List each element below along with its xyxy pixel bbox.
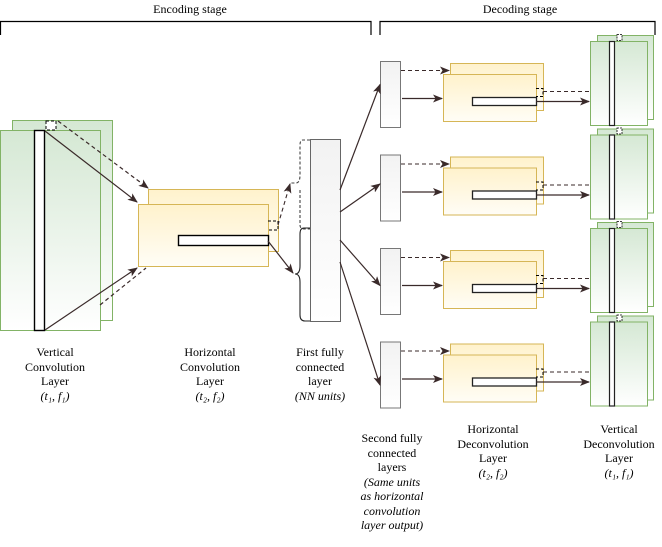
label-line: Convolution xyxy=(179,359,240,374)
horizontal-convolution-layer xyxy=(138,189,279,267)
deconv-filter-shadow xyxy=(536,181,544,191)
label-line: Layer xyxy=(479,451,507,465)
decoding-stage-bracket xyxy=(379,20,656,35)
vertical-deconv-filter-shadow xyxy=(616,221,623,228)
second-fc-layer xyxy=(380,61,401,128)
label-line: Second fully xyxy=(361,431,423,445)
fc-arrow xyxy=(339,261,382,386)
vertical-convolution-label: Vertical Convolution Layer (t₁, f₁) xyxy=(10,345,100,403)
encoding-stage-title: Encoding stage xyxy=(153,2,227,16)
label-line: Deconvolution xyxy=(457,436,529,451)
vertical-deconv-filter-shadow xyxy=(616,34,623,41)
label-line: First fully xyxy=(296,345,344,359)
decoding-stage-title: Decoding stage xyxy=(482,2,558,16)
horizontal-deconv-filter xyxy=(471,190,538,200)
horizontal-deconv-filter xyxy=(471,377,538,387)
horizontal-filter xyxy=(177,234,270,247)
label-params: (t₁, f₁) xyxy=(40,388,70,403)
label-line: Vertical xyxy=(36,345,74,359)
fc-arrow xyxy=(339,83,381,191)
vertical-deconv-filter xyxy=(608,40,616,127)
label-line: Deconvolution xyxy=(583,436,655,451)
deconv-filter-shadow xyxy=(536,368,544,378)
label-params: (Same units xyxy=(363,474,421,489)
fc-arrow xyxy=(339,239,381,287)
vertical-deconvolution-map xyxy=(590,41,648,126)
vertical-filter xyxy=(33,129,46,332)
label-line: Horizontal xyxy=(467,422,519,436)
decoder-branches xyxy=(339,34,654,409)
vertical-deconvolution-map xyxy=(590,228,648,313)
label-line: layers xyxy=(377,460,407,474)
label-params: convolution xyxy=(363,503,421,518)
deconv-filter-shadow xyxy=(536,275,544,284)
label-line: Horizontal xyxy=(184,345,236,359)
label-line: Convolution xyxy=(24,359,85,374)
label-params: (t₂, f₂) xyxy=(478,465,508,480)
label-line: Layer xyxy=(196,374,224,388)
vertical-deconvolution-map xyxy=(590,134,648,220)
label-line: layer xyxy=(308,374,332,388)
vertical-convolution-layer xyxy=(0,120,113,332)
vertical-filter xyxy=(45,120,57,131)
label-line: connected xyxy=(295,359,345,374)
vertical-deconvolution-map xyxy=(590,321,648,407)
vertical-deconv-filter xyxy=(608,227,616,314)
vertical-deconvolution-label: Vertical Deconvolution Layer (t₁, f₁) xyxy=(574,422,662,480)
horizontal-deconv-filter xyxy=(471,96,538,107)
first-fc-label: First fully connected layer (NN units) xyxy=(280,345,360,403)
label-line: connected xyxy=(367,445,417,460)
fc-arrow xyxy=(339,183,381,213)
second-fc-layer xyxy=(380,154,401,222)
vertical-deconv-filter-shadow xyxy=(616,127,623,135)
vertical-deconv-filter xyxy=(608,134,616,220)
second-fc-label: Second fully connected layers (Same unit… xyxy=(352,431,432,533)
horizontal-deconv-filter xyxy=(471,283,538,294)
second-fc-layer xyxy=(380,341,401,409)
label-line: Layer xyxy=(41,374,69,388)
horizontal-deconvolution-label: Horizontal Deconvolution Layer (t₂, f₂) xyxy=(448,422,538,480)
label-params: as horizontal xyxy=(360,489,424,503)
label-line: Vertical xyxy=(600,422,638,436)
encoding-stage-bracket xyxy=(0,20,372,35)
label-params: layer output) xyxy=(360,518,424,532)
label-params: (t₁, f₁) xyxy=(604,465,634,480)
label-line: Layer xyxy=(605,451,633,465)
vertical-deconv-filter xyxy=(608,321,616,407)
vertical-deconv-filter-shadow xyxy=(616,314,623,322)
deconv-filter-shadow xyxy=(536,88,544,97)
second-fc-layer xyxy=(380,248,401,315)
first-fully-connected-layer xyxy=(290,139,341,322)
label-params: (t₂, f₂) xyxy=(195,388,225,403)
label-params: (NN units) xyxy=(294,388,346,403)
horizontal-convolution-label: Horizontal Convolution Layer (t₂, f₂) xyxy=(165,345,255,403)
